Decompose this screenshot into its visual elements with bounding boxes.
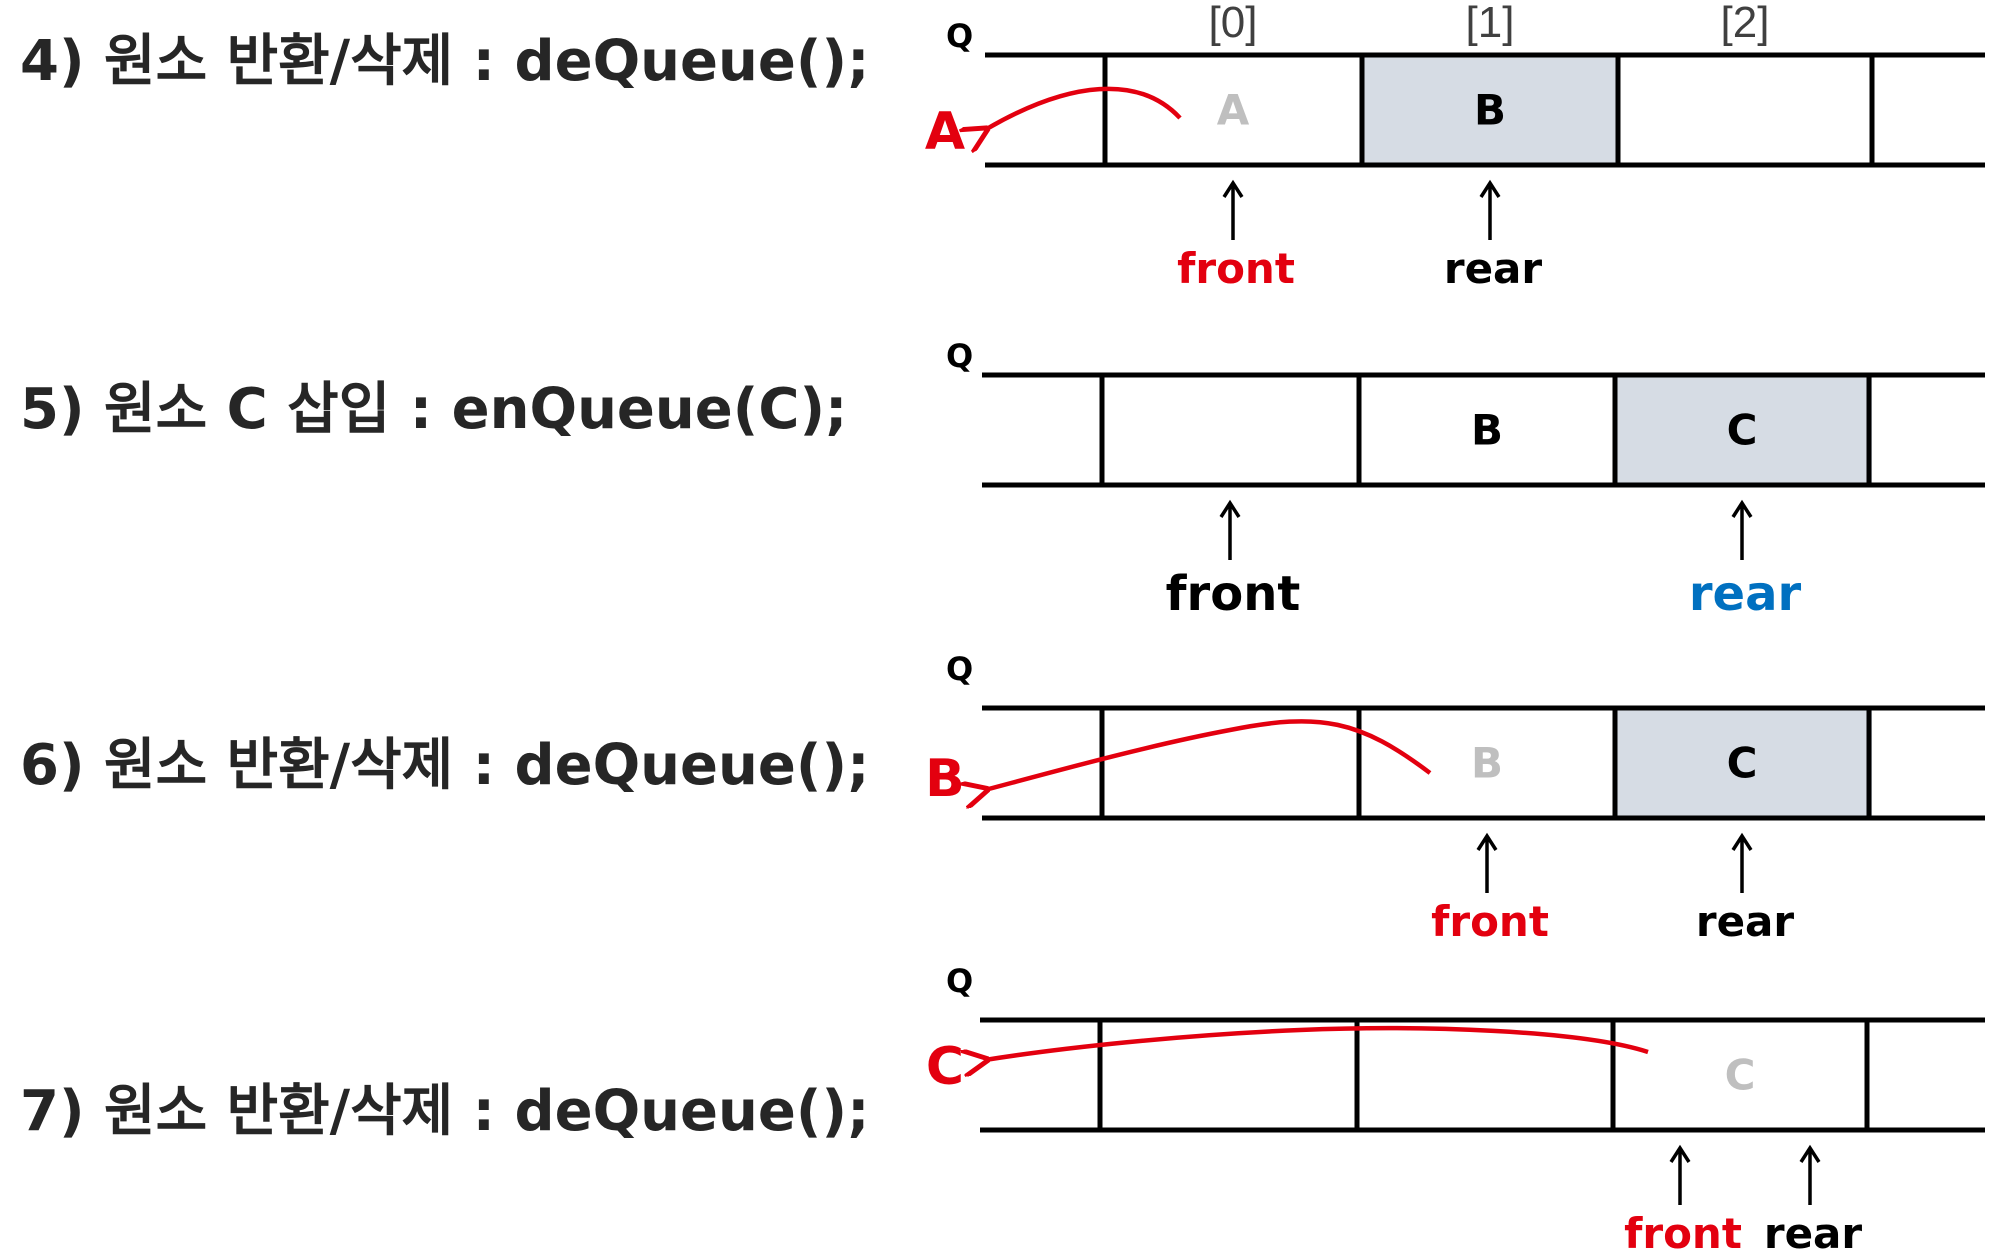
rear-pointer-label: rear xyxy=(1696,897,1795,946)
step-title-5: 5) 원소 C 삽입 : enQueue(C); xyxy=(20,377,847,442)
cell-highlight xyxy=(1615,375,1872,485)
front-arrow xyxy=(1476,832,1498,893)
step-title-6: 6) 원소 반환/삭제 : deQueue(); xyxy=(20,733,869,798)
front-pointer-label: front xyxy=(1166,566,1301,622)
step-title-4: 4) 원소 반환/삭제 : deQueue(); xyxy=(20,29,869,94)
front-pointer-label: front xyxy=(1177,244,1295,293)
front-arrow xyxy=(1219,499,1241,560)
rear-arrow xyxy=(1731,832,1753,893)
cell-value-1: B xyxy=(1471,739,1503,788)
cell-highlight xyxy=(1362,55,1619,165)
dequeue-curve-arrow xyxy=(985,86,1182,130)
index-label-0: [0] xyxy=(1209,0,1258,47)
cell-value-2: C xyxy=(1727,406,1758,455)
dequeued-value: B xyxy=(925,749,965,809)
front-arrow xyxy=(1222,179,1244,240)
cell-value-2: C xyxy=(1725,1051,1756,1100)
rear-pointer-label: rear xyxy=(1444,244,1543,293)
dequeued-value: A xyxy=(925,102,965,162)
cell-value-0: A xyxy=(1217,86,1250,135)
cell-value-1: B xyxy=(1471,406,1503,455)
front-pointer-label: front xyxy=(1624,1209,1742,1256)
rear-pointer-label: rear xyxy=(1689,566,1802,622)
dequeue-curve-arrow xyxy=(985,719,1432,790)
step-title-7: 7) 원소 반환/삭제 : deQueue(); xyxy=(20,1079,869,1144)
front-pointer-label: front xyxy=(1431,897,1549,946)
queue-label: Q xyxy=(946,650,973,688)
cell-value-1: B xyxy=(1474,86,1506,135)
rear-arrow xyxy=(1731,499,1753,560)
rear-arrow xyxy=(1799,1144,1821,1205)
dequeued-value: C xyxy=(926,1037,964,1097)
cell-value-2: C xyxy=(1727,739,1758,788)
queue-label: Q xyxy=(946,962,973,1000)
rear-pointer-label: rear xyxy=(1764,1209,1863,1256)
queue-label: Q xyxy=(946,17,973,55)
index-label-1: [1] xyxy=(1466,0,1515,47)
front-arrow xyxy=(1669,1144,1691,1205)
queue-label: Q xyxy=(946,337,973,375)
cell-highlight xyxy=(1615,708,1872,818)
index-label-2: [2] xyxy=(1721,0,1770,47)
rear-arrow xyxy=(1479,179,1501,240)
dequeue-curve-arrow xyxy=(985,1025,1649,1060)
